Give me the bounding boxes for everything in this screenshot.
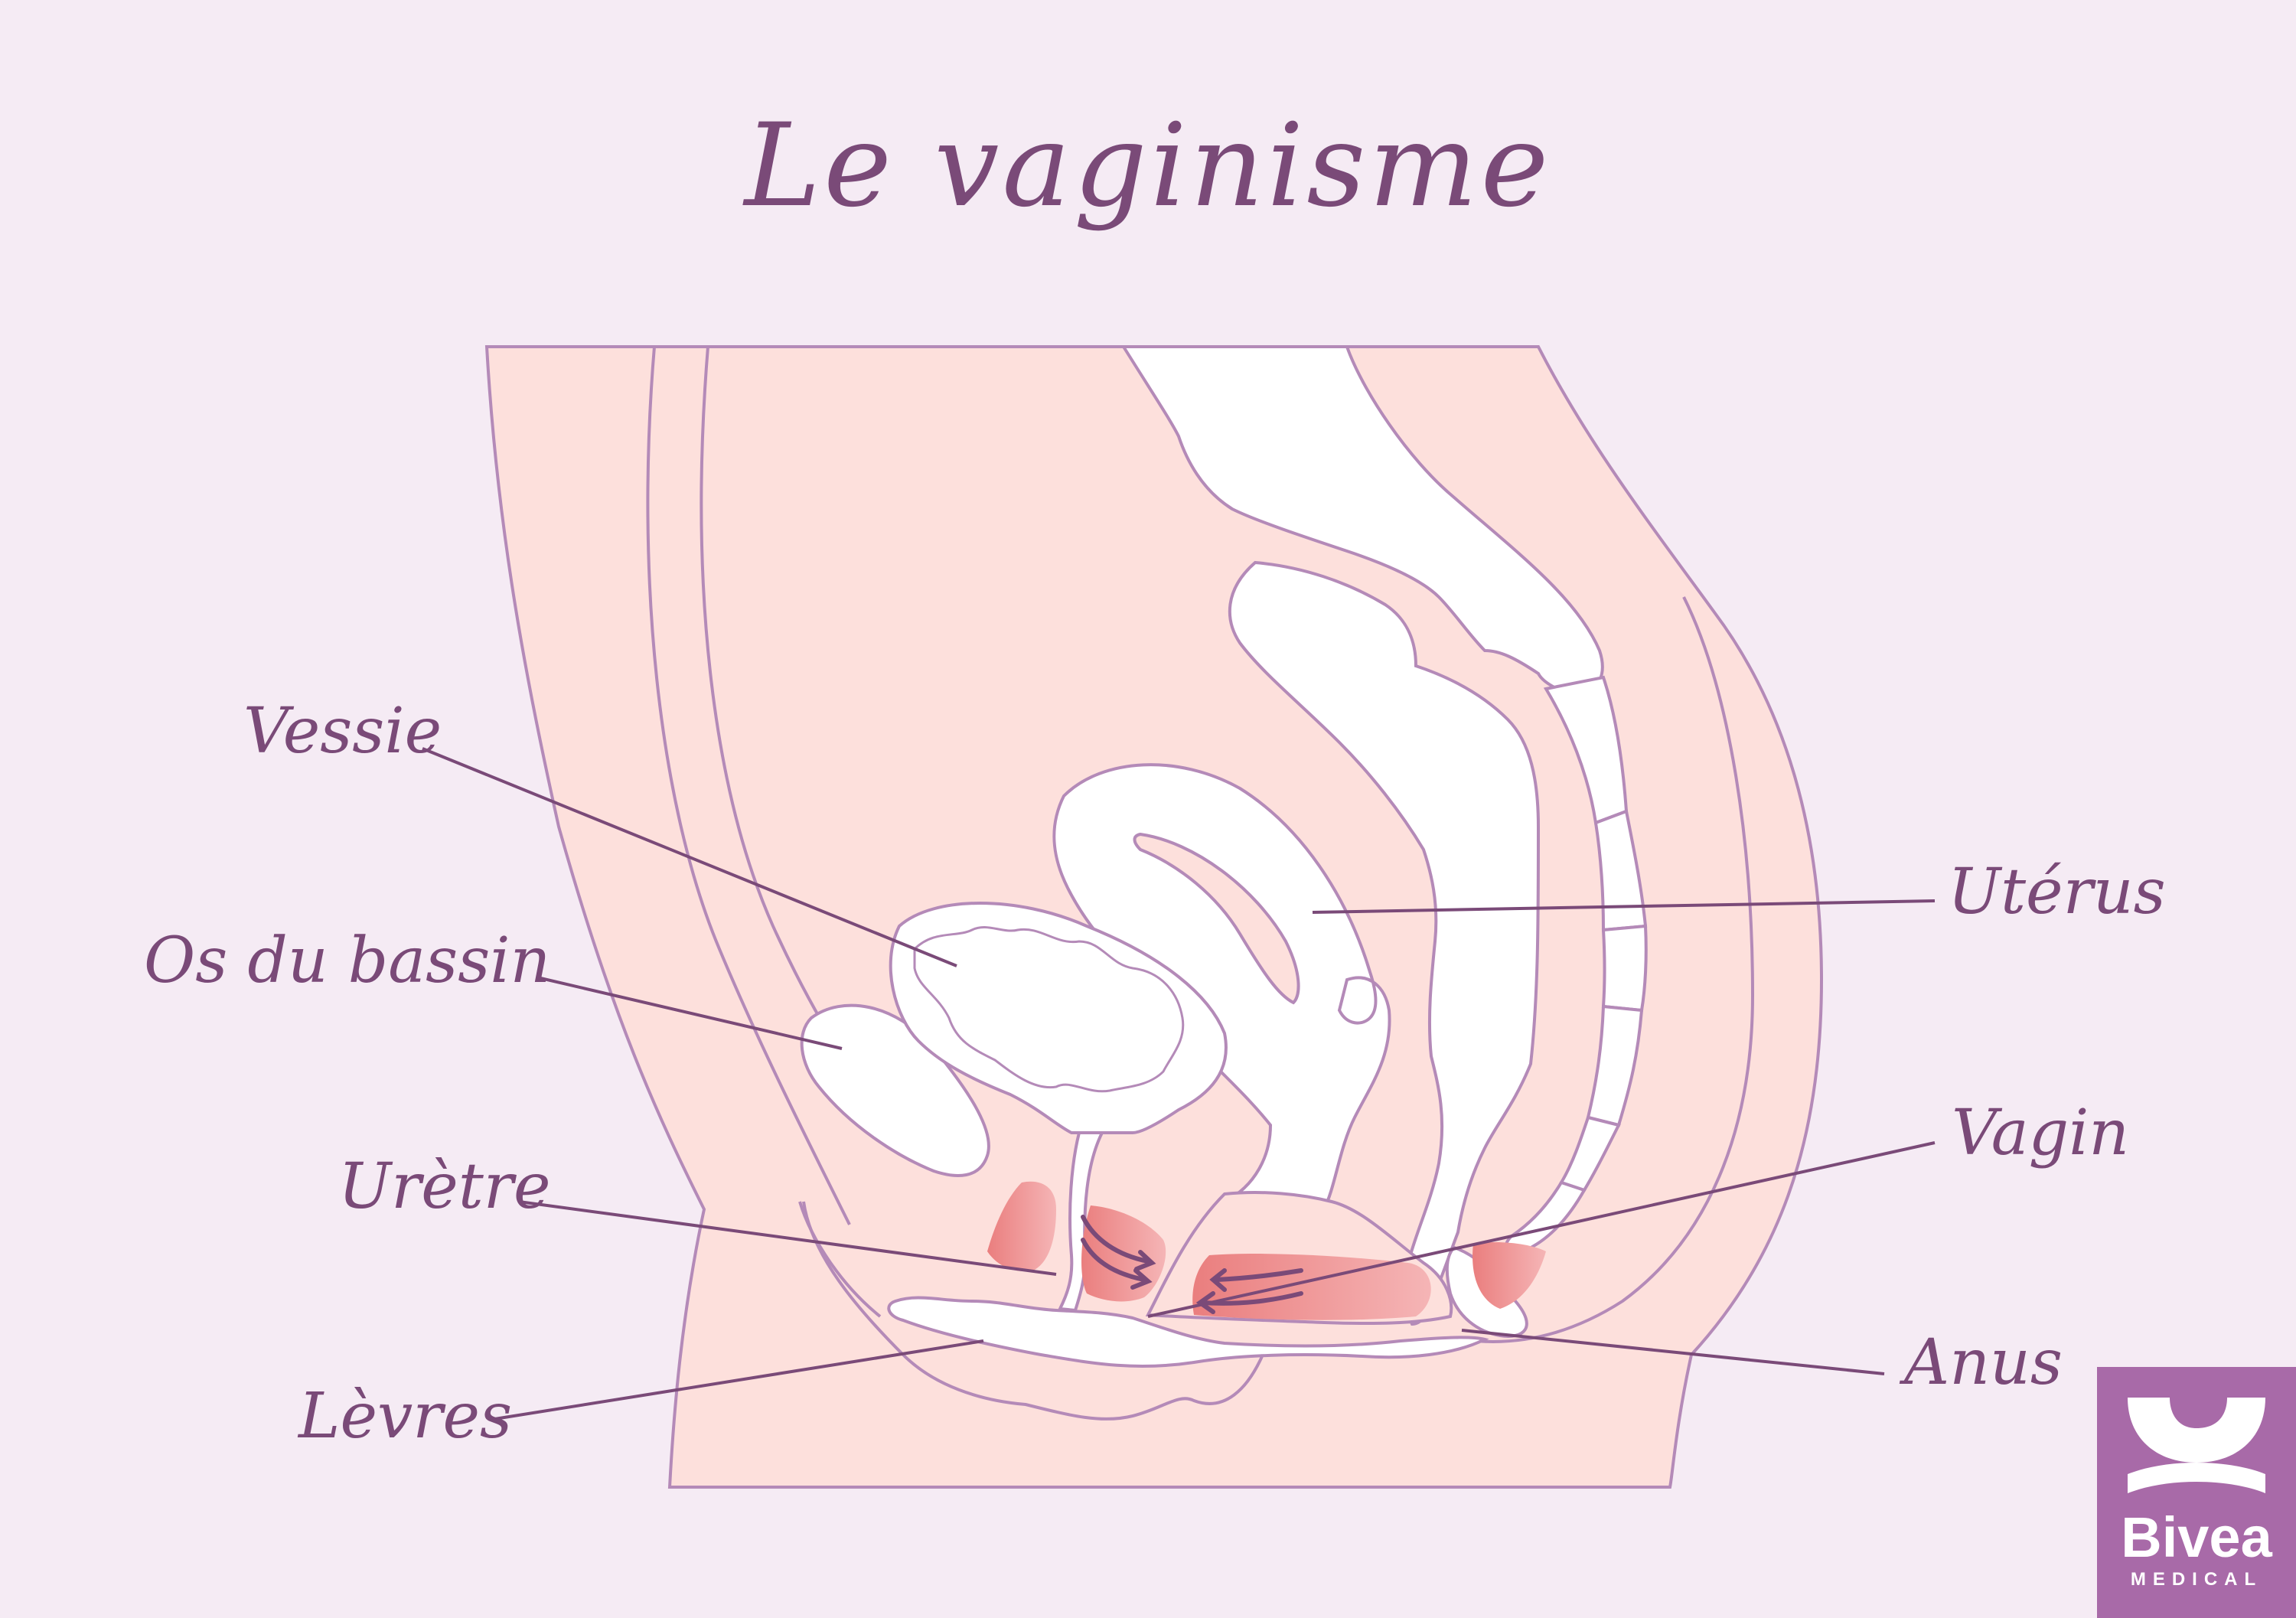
- label-uretre: Urètre: [338, 1150, 551, 1223]
- vulva-fold: [802, 1201, 1264, 1421]
- label-vessie: Vessie: [243, 695, 442, 768]
- labia: [887, 1296, 1489, 1368]
- pelvic-muscle-anal: [1473, 1242, 1546, 1309]
- page-title: Le vaginisme: [744, 99, 1552, 233]
- bladder-wall-folds: [913, 926, 1185, 1093]
- label-uterus: Utérus: [1948, 856, 2166, 928]
- bivea-logo-icon: [2128, 1398, 2265, 1493]
- coccyx-vertebrae: [1504, 675, 1648, 1254]
- pelvic-muscle-vaginal: [1192, 1254, 1431, 1320]
- abdominal-wall-line: [646, 346, 851, 1225]
- sacrum-bone: [1120, 345, 1604, 699]
- label-vagin: Vagin: [1952, 1097, 2130, 1169]
- back-wall-line: [1461, 596, 1755, 1343]
- label-levres: Lèvres: [298, 1380, 513, 1453]
- uterine-cavity: [1133, 832, 1300, 1005]
- logo-brand: Bivea: [2121, 1505, 2272, 1569]
- pelvic-muscle-front: [987, 1181, 1056, 1271]
- pubic-bone: [800, 1003, 990, 1177]
- bivea-logo: Bivea MEDICAL: [2097, 1367, 2296, 1618]
- logo-subtitle: MEDICAL: [2130, 1569, 2263, 1590]
- label-anus: Anus: [1904, 1326, 2063, 1399]
- leader-lines: [422, 747, 1936, 1421]
- vulva-inner-fold: [798, 1201, 882, 1318]
- label-os-du-bassin: Os du bassin: [144, 925, 551, 997]
